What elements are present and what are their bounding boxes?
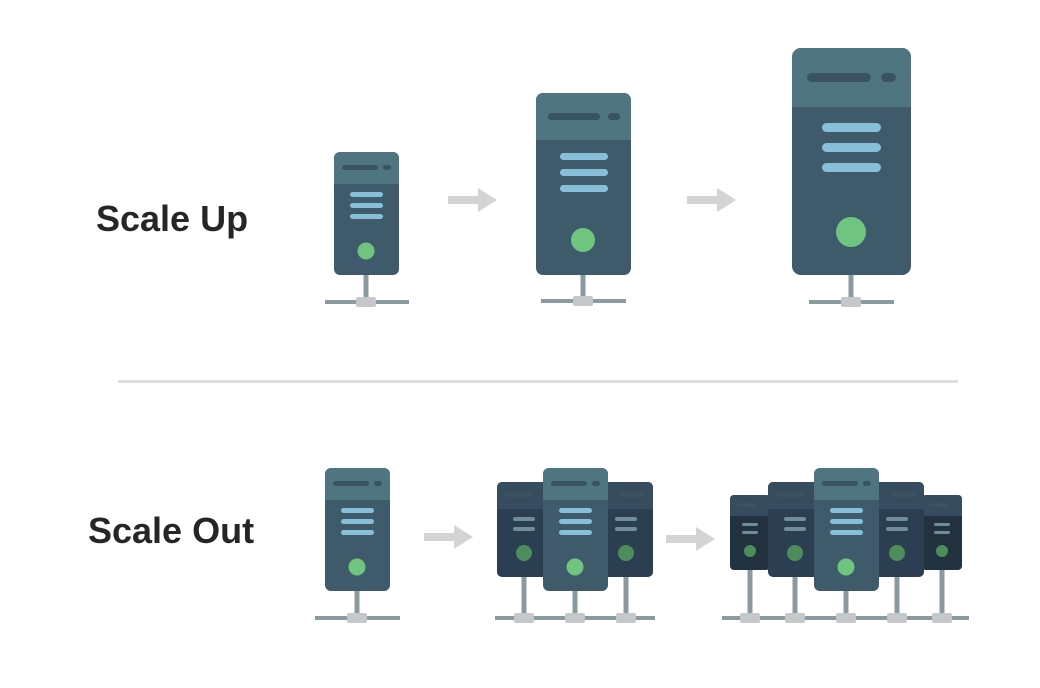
server-cluster-5 — [722, 468, 969, 623]
server-icon — [922, 495, 962, 570]
arrow-right-icon — [666, 527, 715, 551]
arrow-right-icon — [448, 188, 497, 212]
scale-up-label: Scale Up — [96, 198, 249, 239]
server-icon — [543, 468, 608, 591]
server-icon — [325, 152, 409, 307]
server-icon — [730, 495, 770, 570]
arrow-right-icon — [687, 188, 736, 212]
server-icon — [497, 482, 552, 577]
scale-out-label: Scale Out — [88, 510, 255, 551]
server-icon — [869, 482, 924, 577]
server-icon — [814, 468, 879, 591]
arrow-right-icon — [424, 525, 473, 549]
server-icon — [598, 482, 653, 577]
server-icon — [768, 482, 823, 577]
server-cluster-3 — [495, 468, 655, 623]
server-icon — [792, 48, 911, 307]
server-icon — [315, 468, 400, 623]
server-icon — [536, 93, 631, 306]
scale-up-row — [325, 48, 911, 307]
section-divider — [118, 380, 958, 383]
scale-out-row — [315, 468, 969, 623]
